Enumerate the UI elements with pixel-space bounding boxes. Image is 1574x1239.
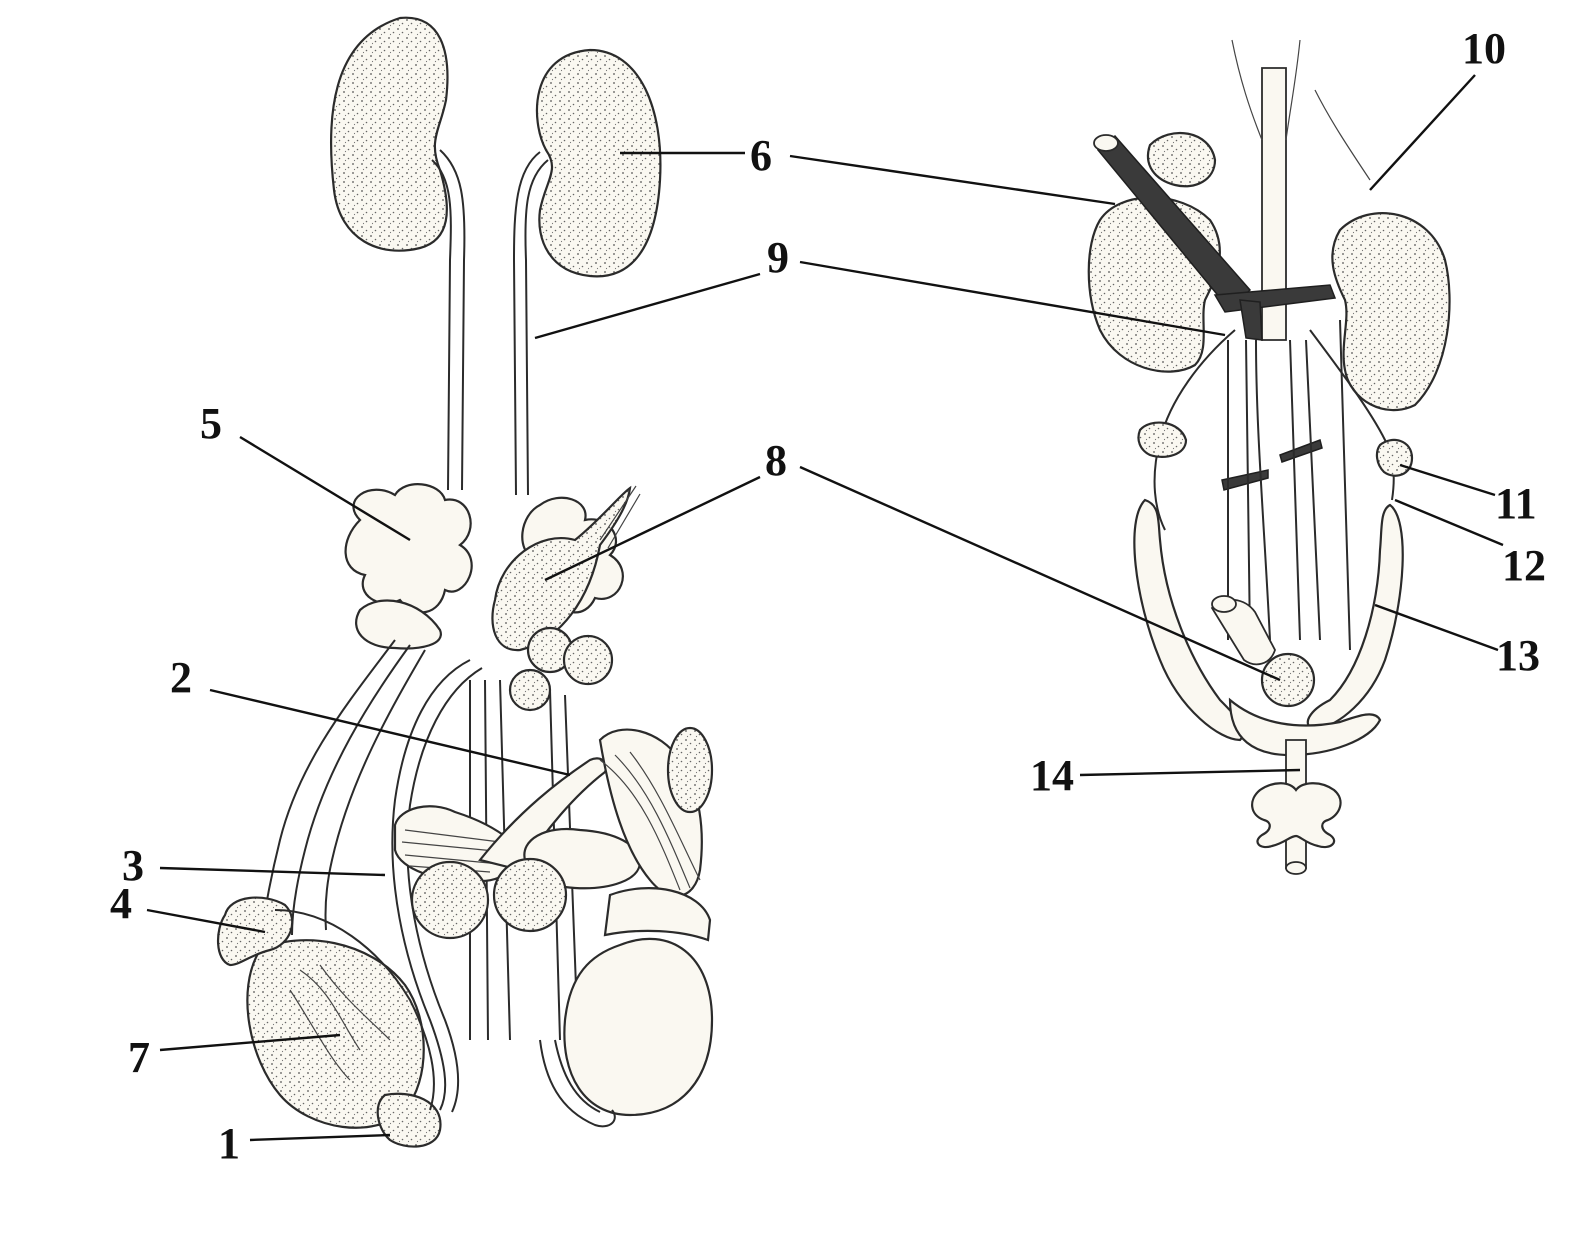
testis-right: [563, 937, 714, 1117]
label-12: 12: [1502, 541, 1546, 590]
top-vessels: [1231, 39, 1371, 181]
label-5: 5: [200, 399, 222, 448]
leader-5: [239, 435, 411, 542]
descending-vessels: [1227, 319, 1351, 651]
bulbourethral-left: [410, 860, 490, 940]
label-8: 8: [765, 436, 787, 485]
fascicles-right: [599, 751, 701, 891]
vena-cava-opening: [1093, 134, 1119, 152]
label-7: 7: [128, 1033, 150, 1082]
ductus-deferens-left: [391, 659, 471, 1111]
right-figure: [1087, 39, 1451, 875]
leader-6b: [789, 154, 1116, 206]
leader-1: [249, 1133, 391, 1142]
gonad-left-small: [1137, 421, 1188, 458]
gland-c: [508, 668, 552, 712]
label-6: 6: [750, 131, 772, 180]
ductus-deferens-left-b: [406, 667, 483, 1113]
leader-9b: [799, 260, 1226, 337]
label-14: 14: [1030, 751, 1074, 800]
gland-b: [562, 634, 614, 686]
prepuce-gland: [666, 726, 714, 814]
leader-14: [1079, 768, 1301, 777]
label-3: 3: [122, 841, 144, 890]
lobe-left: [355, 599, 442, 650]
right-kidney-right: [1331, 212, 1451, 412]
urethra-opening: [1285, 861, 1307, 875]
iliac-opening: [1211, 595, 1237, 613]
label-4: 4: [110, 879, 132, 928]
leader-4: [146, 908, 266, 934]
leader-3: [159, 866, 386, 877]
leader-8a: [544, 475, 761, 582]
prostate-right-fig: [1260, 652, 1316, 708]
testis-left-veins: [289, 964, 391, 1081]
epididymis-tail: [376, 1092, 442, 1148]
leader-7: [159, 1033, 341, 1052]
label-2: 2: [170, 653, 192, 702]
leader-10: [1369, 74, 1476, 191]
ureter-left: [439, 149, 466, 491]
leader-12: [1394, 498, 1504, 547]
callouts: 1 2 3 4 5 6 7 8 9 10 11 12 13 14: [110, 24, 1546, 1168]
bulbourethral-right: [492, 857, 568, 933]
ureter-left-inner: [431, 159, 452, 491]
testis-right-cord: [539, 1039, 616, 1128]
ampulla: [491, 485, 632, 652]
label-1: 1: [218, 1119, 240, 1168]
gonad-right-small: [1375, 438, 1414, 477]
ductus-loop-right: [1306, 503, 1404, 732]
scrotal-fold: [603, 887, 712, 942]
aorta-top: [1261, 67, 1287, 341]
seminal-vesicle-left: [344, 483, 473, 614]
spermatic-cord-left-c: [324, 649, 426, 931]
leader-9a: [534, 272, 761, 340]
testicular-artery-right: [1309, 329, 1395, 501]
iliac-trunk: [1239, 299, 1263, 341]
left-kidney-a: [329, 16, 449, 252]
spermatic-cord-left: [261, 639, 396, 931]
label-13: 13: [1496, 631, 1540, 680]
label-10: 10: [1462, 24, 1506, 73]
epididymis-body: [274, 909, 435, 1111]
ureter-right-inner: [512, 151, 541, 496]
ureter-right: [524, 159, 549, 496]
left-kidney-b: [535, 48, 662, 278]
leader-2: [209, 688, 571, 777]
leader-8b: [799, 465, 1281, 682]
vertebra: [1251, 782, 1342, 849]
label-11: 11: [1495, 479, 1537, 528]
label-9: 9: [767, 233, 789, 282]
branches-lower: [1221, 439, 1323, 491]
ampulla-tip: [599, 485, 641, 549]
left-figure: [217, 16, 714, 1148]
adrenal-left: [1147, 131, 1217, 188]
leader-11: [1399, 463, 1496, 497]
leader-lines: [146, 74, 1504, 1142]
spermatic-cord-left-b: [291, 644, 411, 936]
right-kidney-left: [1087, 196, 1221, 373]
pelvic-curve: [1228, 697, 1382, 757]
muscle-striations: [401, 829, 506, 873]
leader-13: [1374, 603, 1499, 652]
